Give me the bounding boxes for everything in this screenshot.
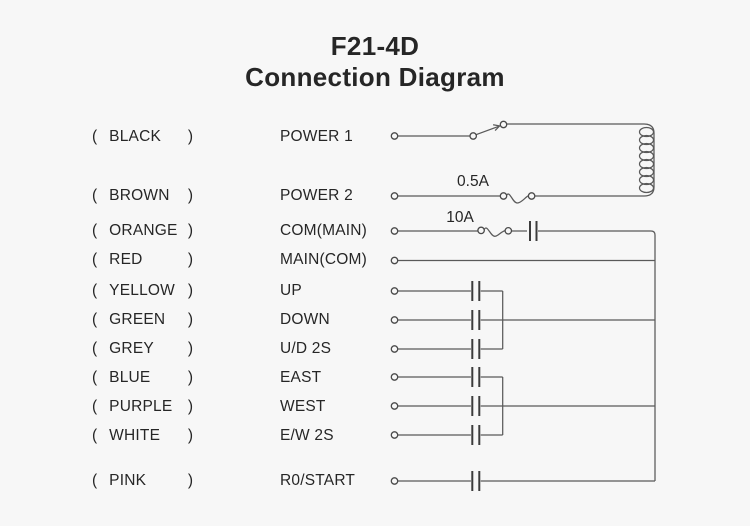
terminal-circle-ew2s [390, 431, 399, 439]
terminal-label-ud2s: U/D 2S [280, 340, 332, 357]
terminal-label-ew2s: E/W 2S [280, 427, 334, 444]
paren-close: ) [187, 187, 193, 204]
switch-throw-circle [499, 120, 508, 129]
east-west-contact-group [398, 367, 655, 445]
fuse-rating-10a: 10A [446, 209, 474, 226]
paren-close: ) [187, 311, 193, 328]
paren-open: ( [92, 427, 98, 444]
fuse-10a-right-circle [504, 226, 513, 235]
terminal-label-com-main: COM(MAIN) [280, 222, 368, 239]
terminal-label-main-com: MAIN(COM) [280, 251, 368, 268]
color-label-brown: (BROWN) [92, 187, 193, 204]
paren-close: ) [187, 427, 193, 444]
paren-open: ( [92, 398, 98, 415]
terminal-label-power1: POWER 1 [280, 128, 353, 145]
terminal-circle-west [390, 402, 399, 410]
switch-pivot-circle [469, 132, 478, 140]
terminal-label-west: WEST [280, 398, 326, 415]
color-label-orange: (ORANGE) [92, 222, 193, 239]
terminal-label-power2: POWER 2 [280, 187, 353, 204]
paren-open: ( [92, 369, 98, 386]
color-label-white: (WHITE) [92, 427, 193, 444]
color-label-blue: (BLUE) [92, 369, 193, 386]
fuse-10a-icon [398, 227, 527, 237]
terminal-label-up: UP [280, 282, 302, 299]
relay-contact-icon-com [529, 221, 538, 241]
color-label-green: (GREEN) [92, 311, 193, 328]
terminal-circle-power1 [390, 132, 399, 140]
color-label-pink: (PINK) [92, 472, 193, 489]
color-label-purple: (PURPLE) [92, 398, 193, 415]
color-label-yellow: (YELLOW) [92, 282, 193, 299]
fuse-10a-left-circle [477, 226, 485, 235]
terminal-circle-down [390, 316, 399, 324]
r0-start-contact-group [398, 471, 655, 491]
terminal-circle-east [390, 373, 399, 381]
paren-close: ) [187, 282, 193, 299]
paren-close: ) [187, 472, 193, 489]
paren-close: ) [187, 128, 193, 145]
color-label-red: (RED) [92, 251, 193, 268]
terminal-label-down: DOWN [280, 311, 330, 328]
paren-open: ( [92, 282, 98, 299]
power1-switch-icon [398, 124, 501, 137]
paren-close: ) [187, 369, 193, 386]
fuse-0_5a-icon [398, 193, 529, 204]
terminal-circle-com-main [390, 227, 399, 235]
color-label-black: (BLACK) [92, 128, 193, 145]
terminal-circle-r0start [390, 477, 399, 485]
fuse-rating-0_5a: 0.5A [457, 173, 489, 190]
terminal-circle-main-com [390, 256, 399, 265]
terminal-circles [390, 120, 536, 485]
paren-close: ) [187, 340, 193, 357]
paren-open: ( [92, 222, 98, 239]
model-title: F21-4D [330, 31, 420, 61]
paren-open: ( [92, 251, 98, 268]
terminal-circle-power2 [390, 192, 399, 200]
paren-open: ( [92, 187, 98, 204]
diagram-subtitle: Connection Diagram [245, 62, 505, 92]
terminal-label-east: EAST [280, 369, 322, 386]
fuse-0_5a-right-circle [527, 192, 536, 200]
paren-close: ) [187, 251, 193, 268]
paren-open: ( [92, 311, 98, 328]
color-label-grey: (GREY) [92, 340, 193, 357]
fuse-0_5a-left-circle [499, 192, 508, 200]
paren-open: ( [92, 472, 98, 489]
up-down-contact-group [398, 281, 655, 359]
paren-close: ) [187, 398, 193, 415]
switch-arrowhead-icon [492, 124, 501, 132]
terminal-circle-ud2s [390, 345, 399, 353]
page-title: F21-4D Connection Diagram [0, 31, 750, 93]
terminal-label-r0start: R0/START [280, 472, 356, 489]
paren-open: ( [92, 128, 98, 145]
paren-close: ) [187, 222, 193, 239]
paren-open: ( [92, 340, 98, 357]
com-to-bus-wire [538, 230, 656, 236]
terminal-circle-up [390, 287, 399, 295]
transformer-coil-icon [506, 123, 655, 197]
